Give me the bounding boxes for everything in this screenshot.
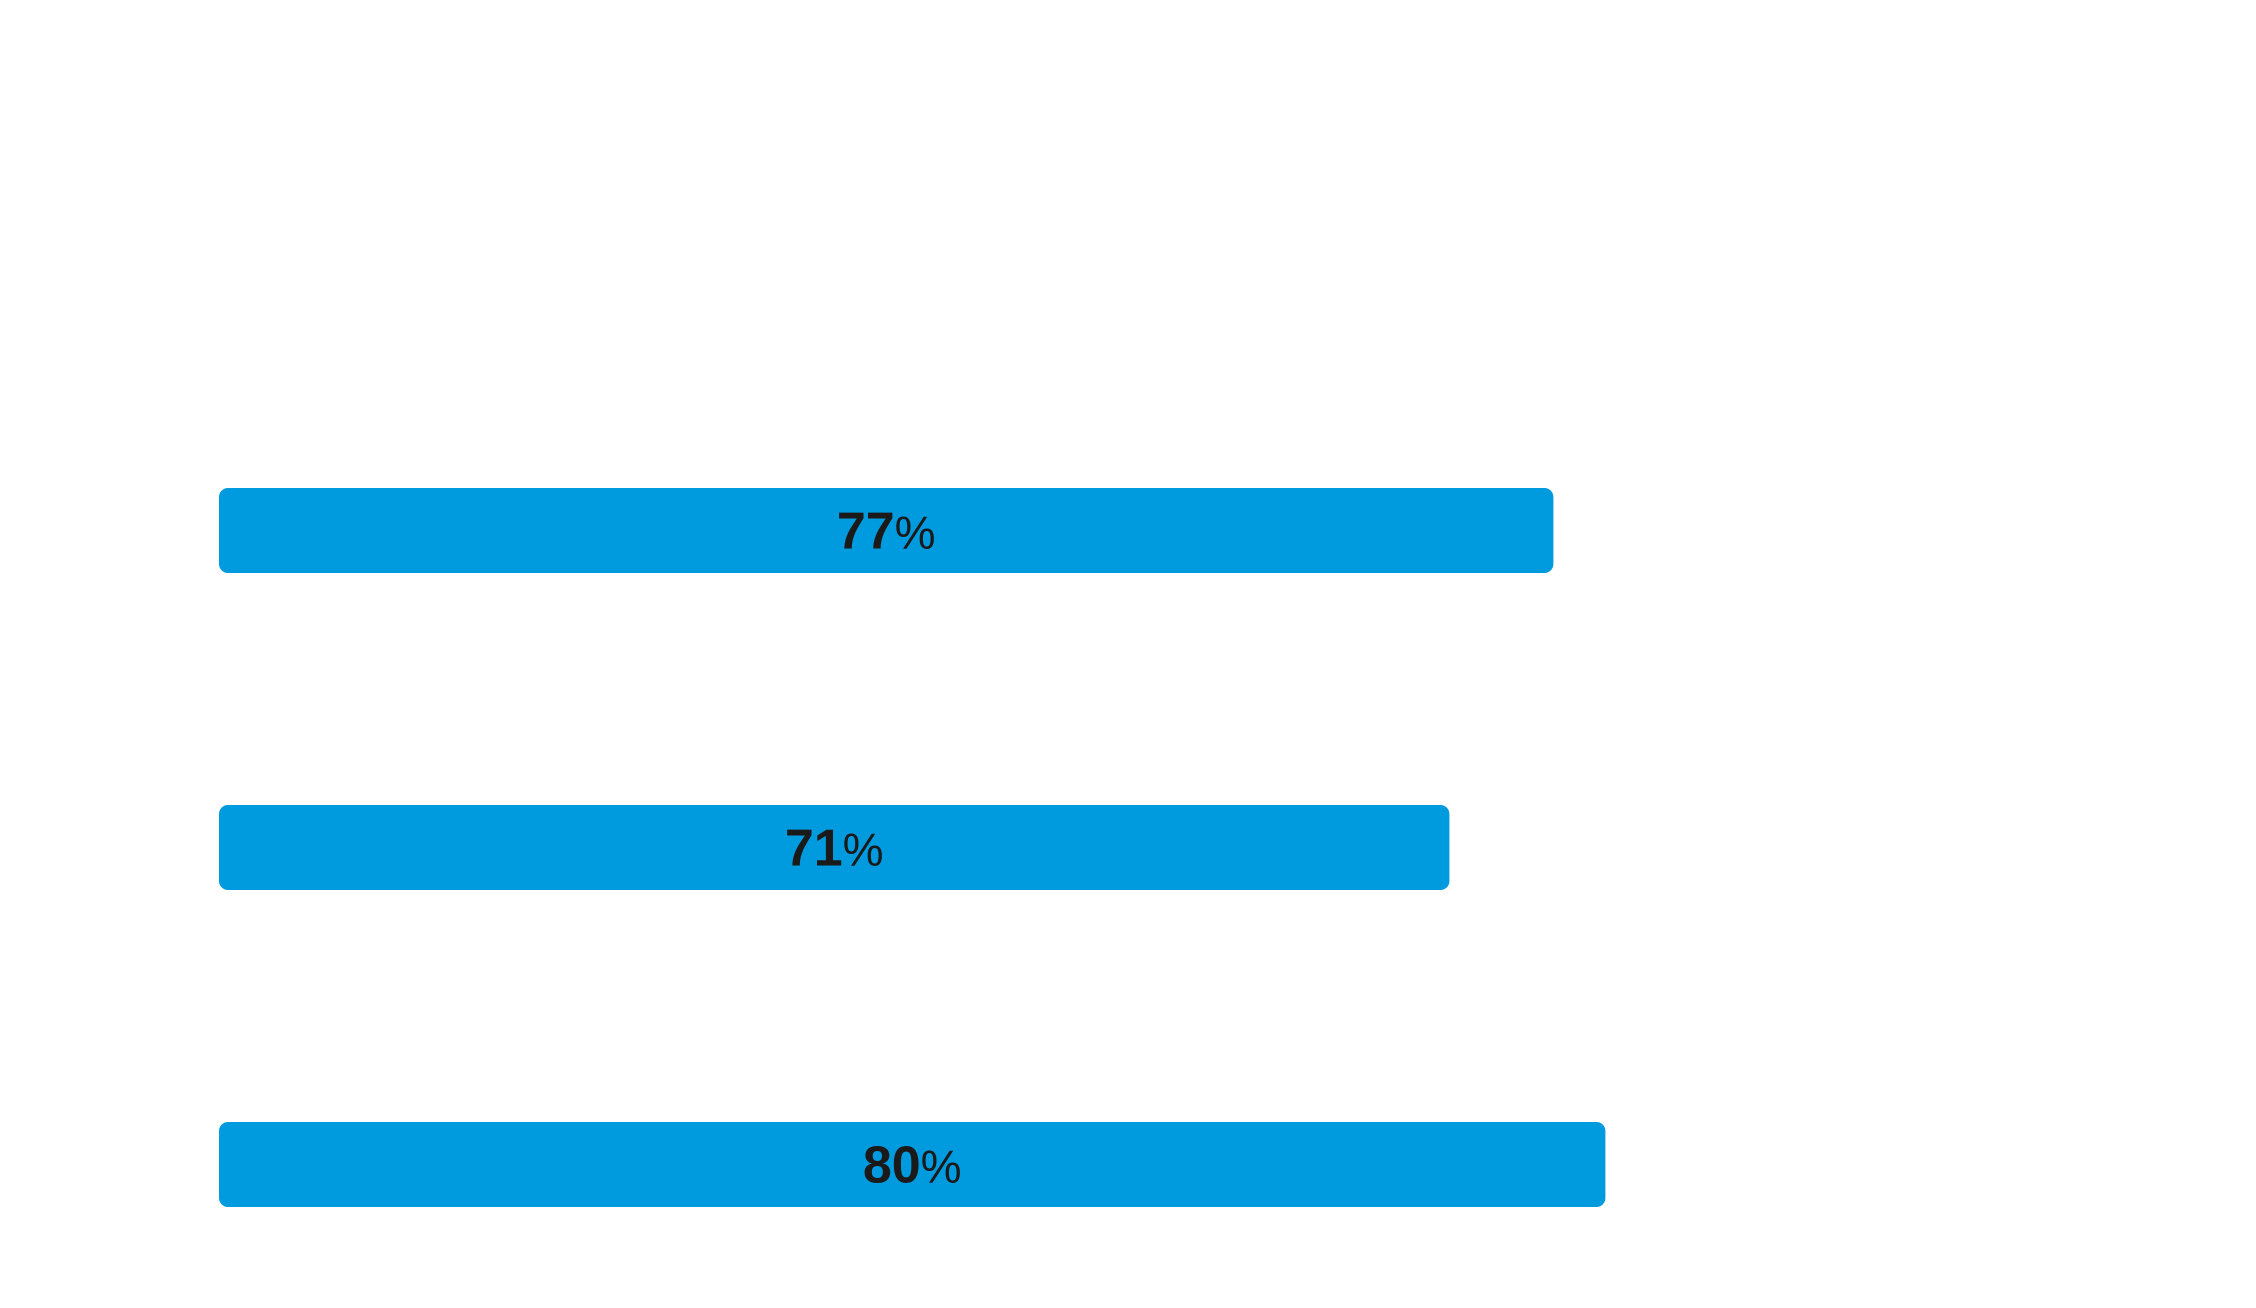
bar-1	[219, 488, 1554, 573]
bar-value-2: 71	[785, 820, 843, 878]
bar-value-3: 80	[863, 1137, 921, 1195]
bar-3	[219, 1122, 1606, 1207]
bar-unit-2: %	[843, 824, 884, 876]
bars-layer	[219, 488, 1606, 1207]
bar-value-1: 77	[837, 503, 895, 561]
bar-unit-3: %	[921, 1141, 962, 1193]
bar-label-3: 80%	[863, 1137, 962, 1195]
bar-2	[219, 805, 1450, 890]
labels-layer: 77%71%80%	[785, 503, 962, 1195]
bar-label-2: 71%	[785, 820, 884, 878]
bar-label-1: 77%	[837, 503, 936, 561]
bar-unit-1: %	[895, 507, 936, 559]
